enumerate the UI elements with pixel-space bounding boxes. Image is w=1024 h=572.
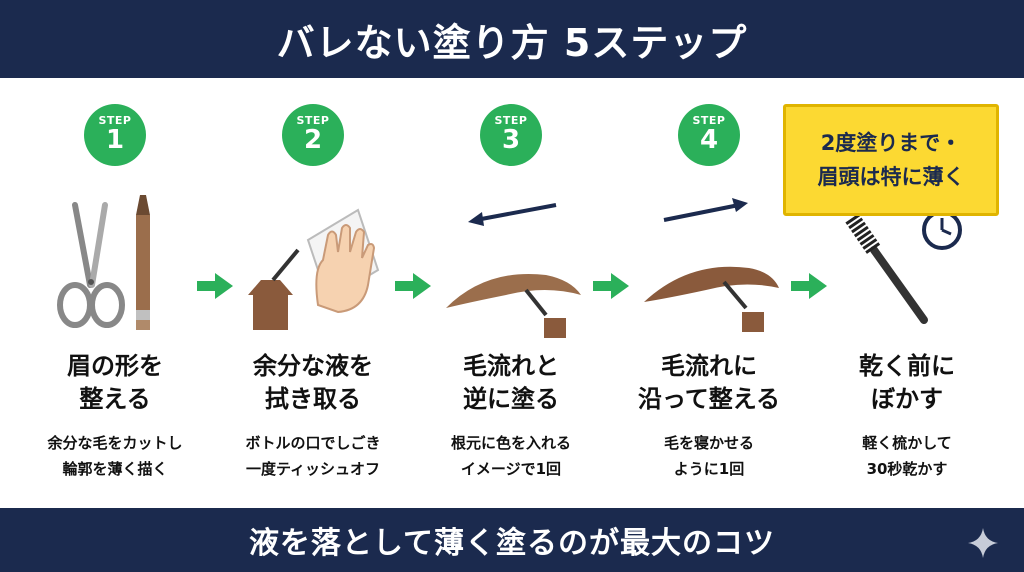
spoolie-brush-icon (845, 213, 928, 324)
step-2-column: STEP 2 余分な液を拭き取る ボトルの口でしごき一度ティッシュオフ (218, 100, 408, 500)
arrow-right-icon (593, 273, 629, 299)
step-4-title: 毛流れに沿って整える (637, 352, 781, 413)
eyebrow-shape (644, 266, 779, 302)
eyebrow-pencil-icon (136, 195, 150, 330)
arrow-right-icon (663, 198, 748, 222)
step-1-description: 余分な毛をカットし輪郭を薄く描く (47, 434, 183, 478)
step-1-illustration (57, 195, 150, 330)
step-4-column: STEP 4 毛流れに沿って整える 毛を寝かせるように1回 (614, 100, 804, 500)
page-title: バレない塗り方 5ステップ (276, 20, 748, 65)
step-1-column: STEP 1 眉の形を整える 余分な毛をカットし輪郭を薄く描く (20, 100, 210, 500)
step-2-illustration (248, 208, 380, 330)
arrow-left-icon (468, 203, 557, 226)
step-4-illustration (644, 198, 779, 332)
arrow-right-icon (395, 273, 431, 299)
step-3-description: 根元に色を入れるイメージで1回 (450, 434, 571, 478)
step-1-title: 眉の形を整える (67, 352, 163, 413)
header-banner: バレない塗り方 5ステップ (0, 0, 1024, 78)
step-2-title: 余分な液を拭き取る (253, 352, 373, 413)
sparkle-icon (968, 528, 998, 558)
step-4-description: 毛を寝かせるように1回 (663, 434, 754, 478)
arrow-right-icon (791, 273, 827, 299)
tip-callout: 2度塗りまで・ 眉頭は特に薄く (783, 104, 999, 216)
footer-text: 液を落として薄く塗るのが最大のコツ (248, 526, 776, 561)
step-5-title: 乾く前にぼかす (859, 352, 955, 413)
step-2-description: ボトルの口でしごき一度ティッシュオフ (245, 434, 381, 478)
footer-banner: 液を落として薄く塗るのが最大のコツ (0, 508, 1024, 572)
brow-mascara-icon (248, 248, 300, 330)
scissors-icon (57, 202, 125, 328)
step-3-badge: STEP 3 (480, 104, 542, 166)
step-2-badge: STEP 2 (282, 104, 344, 166)
step-3-title: 毛流れと逆に塗る (463, 352, 559, 413)
step-4-badge: STEP 4 (678, 104, 740, 166)
arrow-right-icon (197, 273, 233, 299)
clock-icon (922, 210, 962, 250)
eyebrow-shape (446, 273, 581, 308)
brow-mascara-icon (722, 280, 764, 332)
step-1-badge: STEP 1 (84, 104, 146, 166)
step-3-column: STEP 3 毛流れと逆に塗る 根元に色を入れるイメージで1回 (416, 100, 606, 500)
step-3-illustration (446, 203, 581, 338)
step-5-illustration (845, 210, 962, 324)
brow-mascara-icon (524, 288, 566, 338)
hand-icon (315, 224, 376, 314)
